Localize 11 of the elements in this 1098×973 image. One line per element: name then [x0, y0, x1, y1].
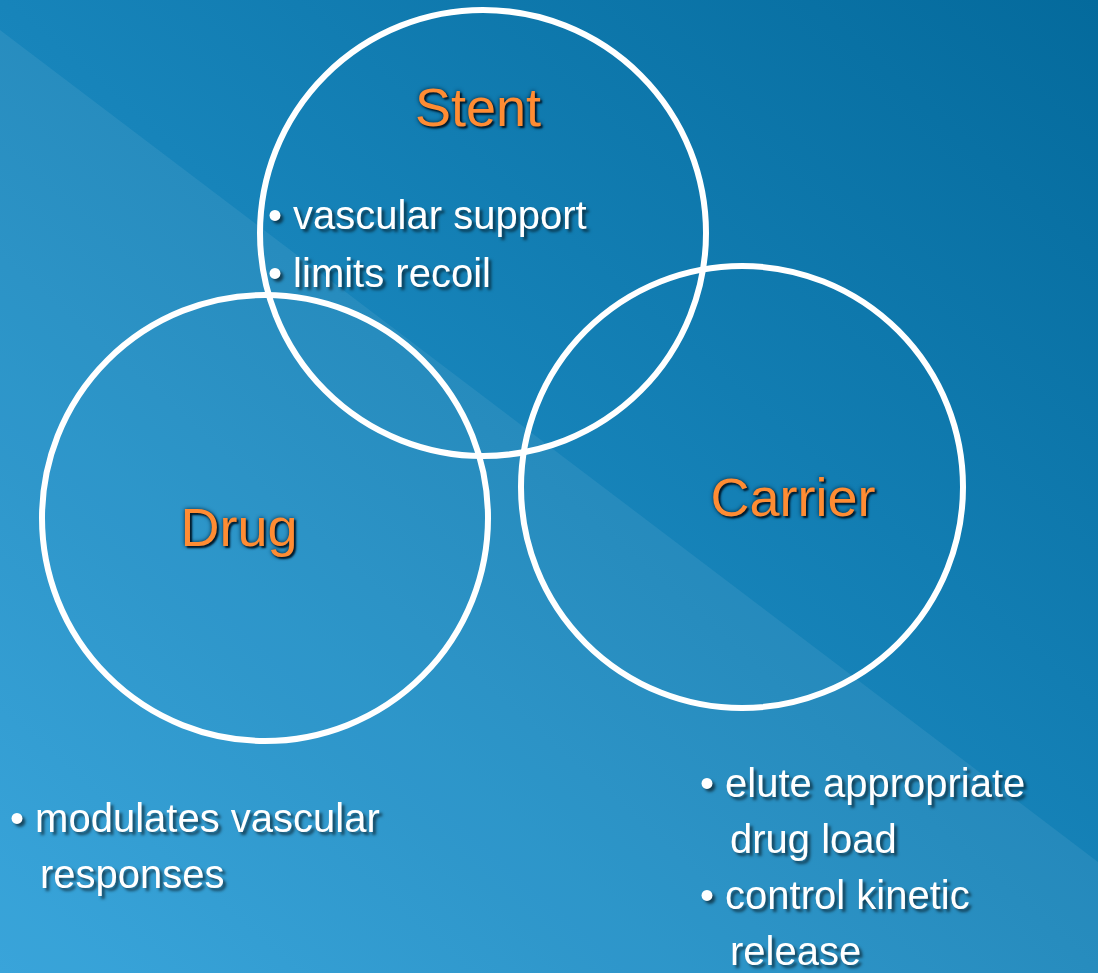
venn-circle — [257, 7, 709, 459]
bullet-text: • limits recoil — [268, 251, 491, 296]
circle-title: Drug — [180, 496, 298, 558]
bullet-text: • vascular support — [268, 193, 587, 238]
bullet-text: • modulates vascular responses — [10, 795, 381, 898]
circle-title: Carrier — [710, 466, 876, 528]
circle-title: Stent — [414, 76, 542, 138]
bullet-text: • elute appropriate drug load — [700, 760, 1027, 863]
venn-circle — [39, 292, 491, 744]
bullet-text: • control kinetic release — [700, 872, 971, 973]
venn-circle — [518, 263, 966, 711]
